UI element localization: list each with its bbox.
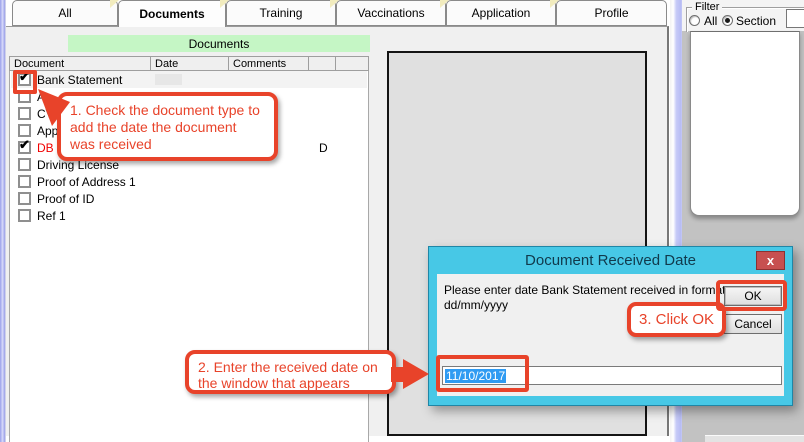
document-row-bank-statement: ✔ Bank Statement — [11, 69, 367, 88]
document-row: App — [11, 122, 367, 139]
callout-step-1-text: 1. Check the document type to add the da… — [70, 102, 260, 152]
column-header-blank1[interactable] — [308, 56, 336, 71]
tab-application-label: Application — [471, 6, 531, 20]
callout-step-3: 3. Click OK — [627, 302, 726, 337]
filter-radio-section-label: Section — [736, 14, 777, 28]
document-label: App — [37, 123, 59, 138]
document-label: Ref 1 — [37, 208, 66, 223]
filter-listbox[interactable] — [690, 31, 800, 216]
filter-panel: Filter All Section — [682, 0, 804, 442]
tab-corner-notch — [330, 0, 339, 8]
checkbox-proof-of-id[interactable] — [18, 192, 31, 205]
tab-application[interactable]: Application — [446, 0, 556, 26]
tab-training[interactable]: Training — [226, 0, 336, 26]
bottom-right-box — [705, 435, 804, 442]
column-header-blank2[interactable] — [335, 56, 369, 71]
document-row-proof-of-id: Proof of ID — [11, 190, 367, 207]
document-list-header: Document Date Comments — [9, 56, 369, 71]
dialog-message-line1: Please enter date Bank Statement receive… — [444, 283, 726, 297]
callout-step-2-text: 2. Enter the received date on the window… — [198, 359, 378, 391]
tab-corner-notch — [110, 0, 119, 8]
documents-section-header: Documents — [68, 35, 370, 52]
tab-all[interactable]: All — [12, 0, 118, 26]
arrow-to-checkbox-icon — [38, 89, 70, 126]
document-label: Proof of Address 1 — [37, 174, 136, 189]
callout-step-3-text: 3. Click OK — [638, 311, 714, 328]
tab-vaccinations-label: Vaccinations — [357, 6, 425, 20]
filter-groupbox-border — [686, 7, 804, 32]
documents-section-title: Documents — [188, 36, 250, 51]
document-flag-cell: D — [319, 140, 328, 155]
document-row-driving-license: Driving License — [11, 156, 367, 173]
dialog-title-text: Document Received Date — [525, 252, 696, 269]
callout-step-1: 1. Check the document type to add the da… — [57, 92, 278, 161]
tab-documents[interactable]: Documents — [118, 0, 226, 27]
checkbox-dbs[interactable]: ✔ — [18, 137, 31, 154]
tab-corner-notch — [550, 0, 559, 8]
document-label: Driving License — [37, 157, 120, 172]
document-row-proof-of-address: Proof of Address 1 — [11, 173, 367, 190]
checkbox-driving-license[interactable] — [18, 158, 31, 171]
dialog-titlebar: Document Received Date — [429, 247, 792, 274]
section-filter-input[interactable] — [786, 9, 804, 28]
document-received-date-dialog: Document Received Date x Please enter da… — [428, 246, 793, 406]
arrow-to-input-icon — [403, 359, 429, 389]
highlight-ok-button — [716, 280, 787, 311]
checkbox-proof-of-address[interactable] — [18, 175, 31, 188]
filter-radio-section[interactable] — [722, 15, 733, 26]
filter-group-label: Filter — [692, 1, 723, 13]
checkbox-document[interactable] — [18, 124, 31, 137]
checkbox-ref-1[interactable] — [18, 209, 31, 222]
column-header-date[interactable]: Date — [150, 56, 229, 71]
dialog-body: Please enter date Bank Statement receive… — [437, 274, 784, 396]
close-icon[interactable]: x — [756, 251, 785, 270]
date-input-selected-text: 11/10/2017 — [445, 368, 507, 383]
tab-corner-notch — [440, 0, 449, 8]
checkbox-document[interactable] — [18, 107, 31, 120]
tab-vaccinations[interactable]: Vaccinations — [336, 0, 446, 26]
tab-profile-label: Profile — [594, 6, 629, 20]
document-label: Proof of ID — [37, 191, 95, 206]
left-lavender-strip — [0, 0, 6, 442]
document-label: DB — [37, 140, 54, 155]
document-row-dbs: ✔ DB D — [11, 137, 367, 156]
filter-radio-all-label: All — [704, 14, 718, 28]
filter-radio-all[interactable] — [689, 15, 700, 26]
highlight-checkbox — [13, 70, 37, 94]
arrow-to-input-icon — [391, 367, 406, 382]
cancel-button[interactable]: Cancel — [724, 314, 782, 334]
document-label: Bank Statement — [37, 72, 123, 87]
checkmark: ✔ — [19, 137, 30, 152]
checkmark: ✔ — [19, 69, 30, 84]
filter-groupbox: Filter All Section — [682, 0, 804, 32]
dialog-message-line2: dd/mm/yyyy — [444, 298, 509, 312]
date-cell-shade — [155, 74, 182, 85]
tab-training-label: Training — [259, 6, 303, 20]
tab-documents-label: Documents — [139, 7, 205, 21]
tab-all-label: All — [58, 6, 72, 20]
highlight-date-input — [436, 355, 529, 392]
document-row-ref-1: Ref 1 — [11, 207, 367, 224]
ok-button[interactable]: OK — [724, 286, 782, 306]
column-header-document[interactable]: Document — [9, 56, 151, 71]
radio-dot — [725, 18, 730, 23]
column-header-comments[interactable]: Comments — [228, 56, 309, 71]
dialog-message: Please enter date Bank Statement receive… — [444, 283, 726, 313]
tab-corner-notch — [220, 0, 229, 8]
tab-profile[interactable]: Profile — [556, 0, 667, 26]
checkbox-bank-statement[interactable]: ✔ — [18, 69, 31, 86]
callout-step-2: 2. Enter the received date on the window… — [185, 350, 396, 394]
